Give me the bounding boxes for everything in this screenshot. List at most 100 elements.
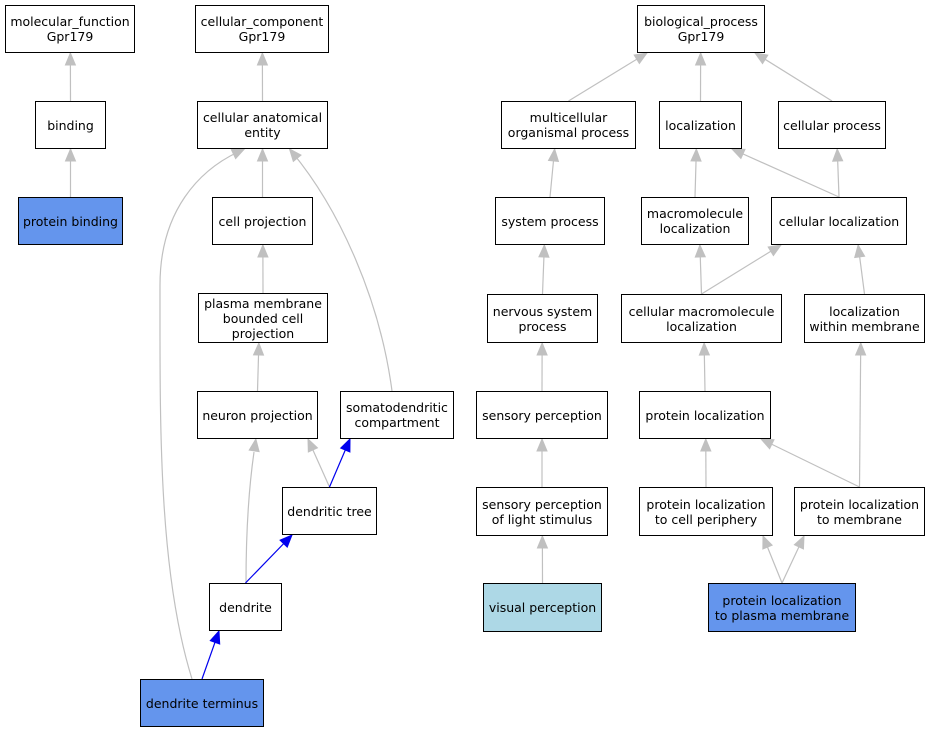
node-sensory-perception-of-light-stimulus[interactable]: sensory perception of light stimulus xyxy=(476,487,608,536)
edge-arrowhead xyxy=(536,341,548,356)
edge-arrowhead xyxy=(759,438,775,450)
edge-arrowhead xyxy=(230,148,246,160)
node-cellular-process[interactable]: cellular process xyxy=(778,101,886,149)
edge-arrowhead xyxy=(730,148,746,160)
node-cellular-localization[interactable]: cellular localization xyxy=(771,197,907,245)
node-protein-localization[interactable]: protein localization xyxy=(639,391,771,439)
edge-line xyxy=(731,148,840,198)
edge-visual_perception-to-sensory_perception_light xyxy=(536,534,549,584)
edge-arrowhead xyxy=(538,243,550,258)
node-macromolecule-localization[interactable]: macromolecule localization xyxy=(641,197,749,245)
edge-dendrite_terminus-to-cellular_anatomical_entity xyxy=(159,148,246,680)
edge-cell_projection-to-cellular_anatomical_entity xyxy=(256,147,269,197)
node-plasma-membrane-bounded-cell-projection[interactable]: plasma membrane bounded cell projection xyxy=(198,293,328,343)
node-cell-projection[interactable]: cell projection xyxy=(212,197,313,245)
edge-dendritic_tree-to-somatodendritic xyxy=(328,437,351,488)
edge-arrowhead xyxy=(279,534,293,548)
node-neuron-projection[interactable]: neuron projection xyxy=(197,391,318,439)
edge-arrowhead xyxy=(288,147,302,163)
node-dendrite[interactable]: dendrite xyxy=(209,583,282,631)
edge-arrowhead xyxy=(753,52,769,65)
edge-line xyxy=(858,342,862,488)
edge-localization_within_membrane-to-cellular_localization xyxy=(854,243,866,295)
edge-sensory_perception-to-nervous_system_process xyxy=(536,341,548,392)
edge-sensory_perception_light-to-sensory_perception xyxy=(536,437,548,487)
edge-arrowhead xyxy=(256,51,269,66)
edge-protein_localization_membrane-to-localization_within_membrane xyxy=(854,341,867,488)
edge-protein_localization_plasma_membrane-to-protein_localization_cell_periphery xyxy=(762,534,783,584)
edge-arrowhead xyxy=(831,147,844,162)
edge-arrowhead xyxy=(694,243,707,258)
node-cellular-anatomical-entity[interactable]: cellular anatomical entity xyxy=(197,101,328,149)
edge-arrowhead xyxy=(793,534,805,550)
edge-arrowhead xyxy=(307,437,319,453)
edge-arrowhead xyxy=(64,147,77,162)
edge-arrowhead xyxy=(339,437,351,453)
edge-arrowhead xyxy=(854,341,867,356)
node-protein-binding[interactable]: protein binding xyxy=(18,197,123,245)
edge-arrowhead xyxy=(633,52,649,65)
node-multicellular-organismal-process[interactable]: multicellular organismal process xyxy=(501,101,636,149)
edge-arrowhead xyxy=(690,147,702,162)
node-visual-perception[interactable]: visual perception xyxy=(483,583,602,632)
edge-cellular_localization-to-cellular_process xyxy=(831,147,844,198)
node-binding[interactable]: binding xyxy=(35,101,106,149)
node-cellular-component-root[interactable]: cellular_component Gpr179 xyxy=(195,5,329,53)
node-molecular-function-root[interactable]: molecular_function Gpr179 xyxy=(5,5,135,53)
edge-cellular_localization-to-localization xyxy=(730,148,840,198)
edge-arrowhead xyxy=(700,437,712,452)
node-biological-process-root[interactable]: biological_process Gpr179 xyxy=(637,5,765,53)
edge-arrowhead xyxy=(547,147,560,162)
node-somatodendritic-compartment[interactable]: somatodendritic compartment xyxy=(340,391,454,439)
edge-arrowhead xyxy=(694,51,707,66)
edge-dendrite-to-neuron_projection xyxy=(245,437,260,584)
edge-arrowhead xyxy=(64,51,77,66)
edge-arrowhead xyxy=(698,341,711,356)
edge-line xyxy=(754,52,833,102)
edge-macromolecule_localization-to-localization xyxy=(690,147,702,198)
edge-system_process-to-multicellular xyxy=(547,147,560,198)
edge-protein_binding-to-binding xyxy=(64,147,77,197)
edge-neuron_projection-to-plasma_membrane_bounded xyxy=(252,341,265,392)
edge-arrowhead xyxy=(257,243,269,258)
edge-multicellular-to-bp_root xyxy=(568,52,649,102)
node-cellular-macromolecule-localization[interactable]: cellular macromolecule localization xyxy=(621,294,782,343)
edge-localization-to-bp_root xyxy=(694,51,707,102)
edge-arrowhead xyxy=(256,147,269,162)
edge-line xyxy=(760,438,860,488)
edge-cellular_process-to-bp_root xyxy=(753,52,833,102)
node-protein-localization-to-membrane[interactable]: protein localization to membrane xyxy=(794,487,925,536)
edge-arrowhead xyxy=(248,437,260,453)
node-protein-localization-to-cell-periphery[interactable]: protein localization to cell periphery xyxy=(639,487,773,536)
node-localization-within-membrane[interactable]: localization within membrane xyxy=(804,294,925,343)
edge-protein_localization-to-cellular_macromolecule_localization xyxy=(698,341,711,392)
edge-dendrite-to-dendritic_tree xyxy=(245,534,293,584)
edge-cellular_macromolecule_localization-to-macromolecule_localization xyxy=(694,243,707,295)
edge-arrowhead xyxy=(209,629,221,645)
edge-arrowhead xyxy=(854,243,866,259)
edge-dendritic_tree-to-neuron_projection xyxy=(307,437,331,488)
edge-line xyxy=(291,151,393,392)
edge-arrowhead xyxy=(767,244,783,257)
edge-somatodendritic-to-cellular_anatomical_entity xyxy=(288,147,393,392)
node-protein-localization-to-plasma-membrane[interactable]: protein localization to plasma membrane xyxy=(708,583,856,632)
edge-line xyxy=(701,244,782,295)
edge-protein_localization_plasma_membrane-to-protein_localization_membrane xyxy=(781,534,805,584)
node-localization[interactable]: localization xyxy=(659,101,742,149)
edge-protein_localization_membrane-to-protein_localization xyxy=(759,438,860,488)
node-nervous-system-process[interactable]: nervous system process xyxy=(487,294,598,343)
edge-protein_localization_cell_periphery-to-protein_localization xyxy=(700,437,712,488)
node-dendrite-terminus[interactable]: dendrite terminus xyxy=(140,679,264,727)
edge-arrowhead xyxy=(536,437,548,452)
edge-line xyxy=(159,151,239,680)
edge-line xyxy=(245,451,255,584)
edge-cellular_macromolecule_localization-to-cellular_localization xyxy=(701,244,783,295)
edge-cellular_anatomical_entity-to-cc_root xyxy=(256,51,269,102)
node-dendritic-tree[interactable]: dendritic tree xyxy=(282,487,377,535)
edge-dendrite_terminus-to-dendrite xyxy=(201,629,221,680)
node-sensory-perception[interactable]: sensory perception xyxy=(476,391,608,439)
node-system-process[interactable]: system process xyxy=(495,197,605,245)
edge-nervous_system_process-to-system_process xyxy=(538,243,550,295)
